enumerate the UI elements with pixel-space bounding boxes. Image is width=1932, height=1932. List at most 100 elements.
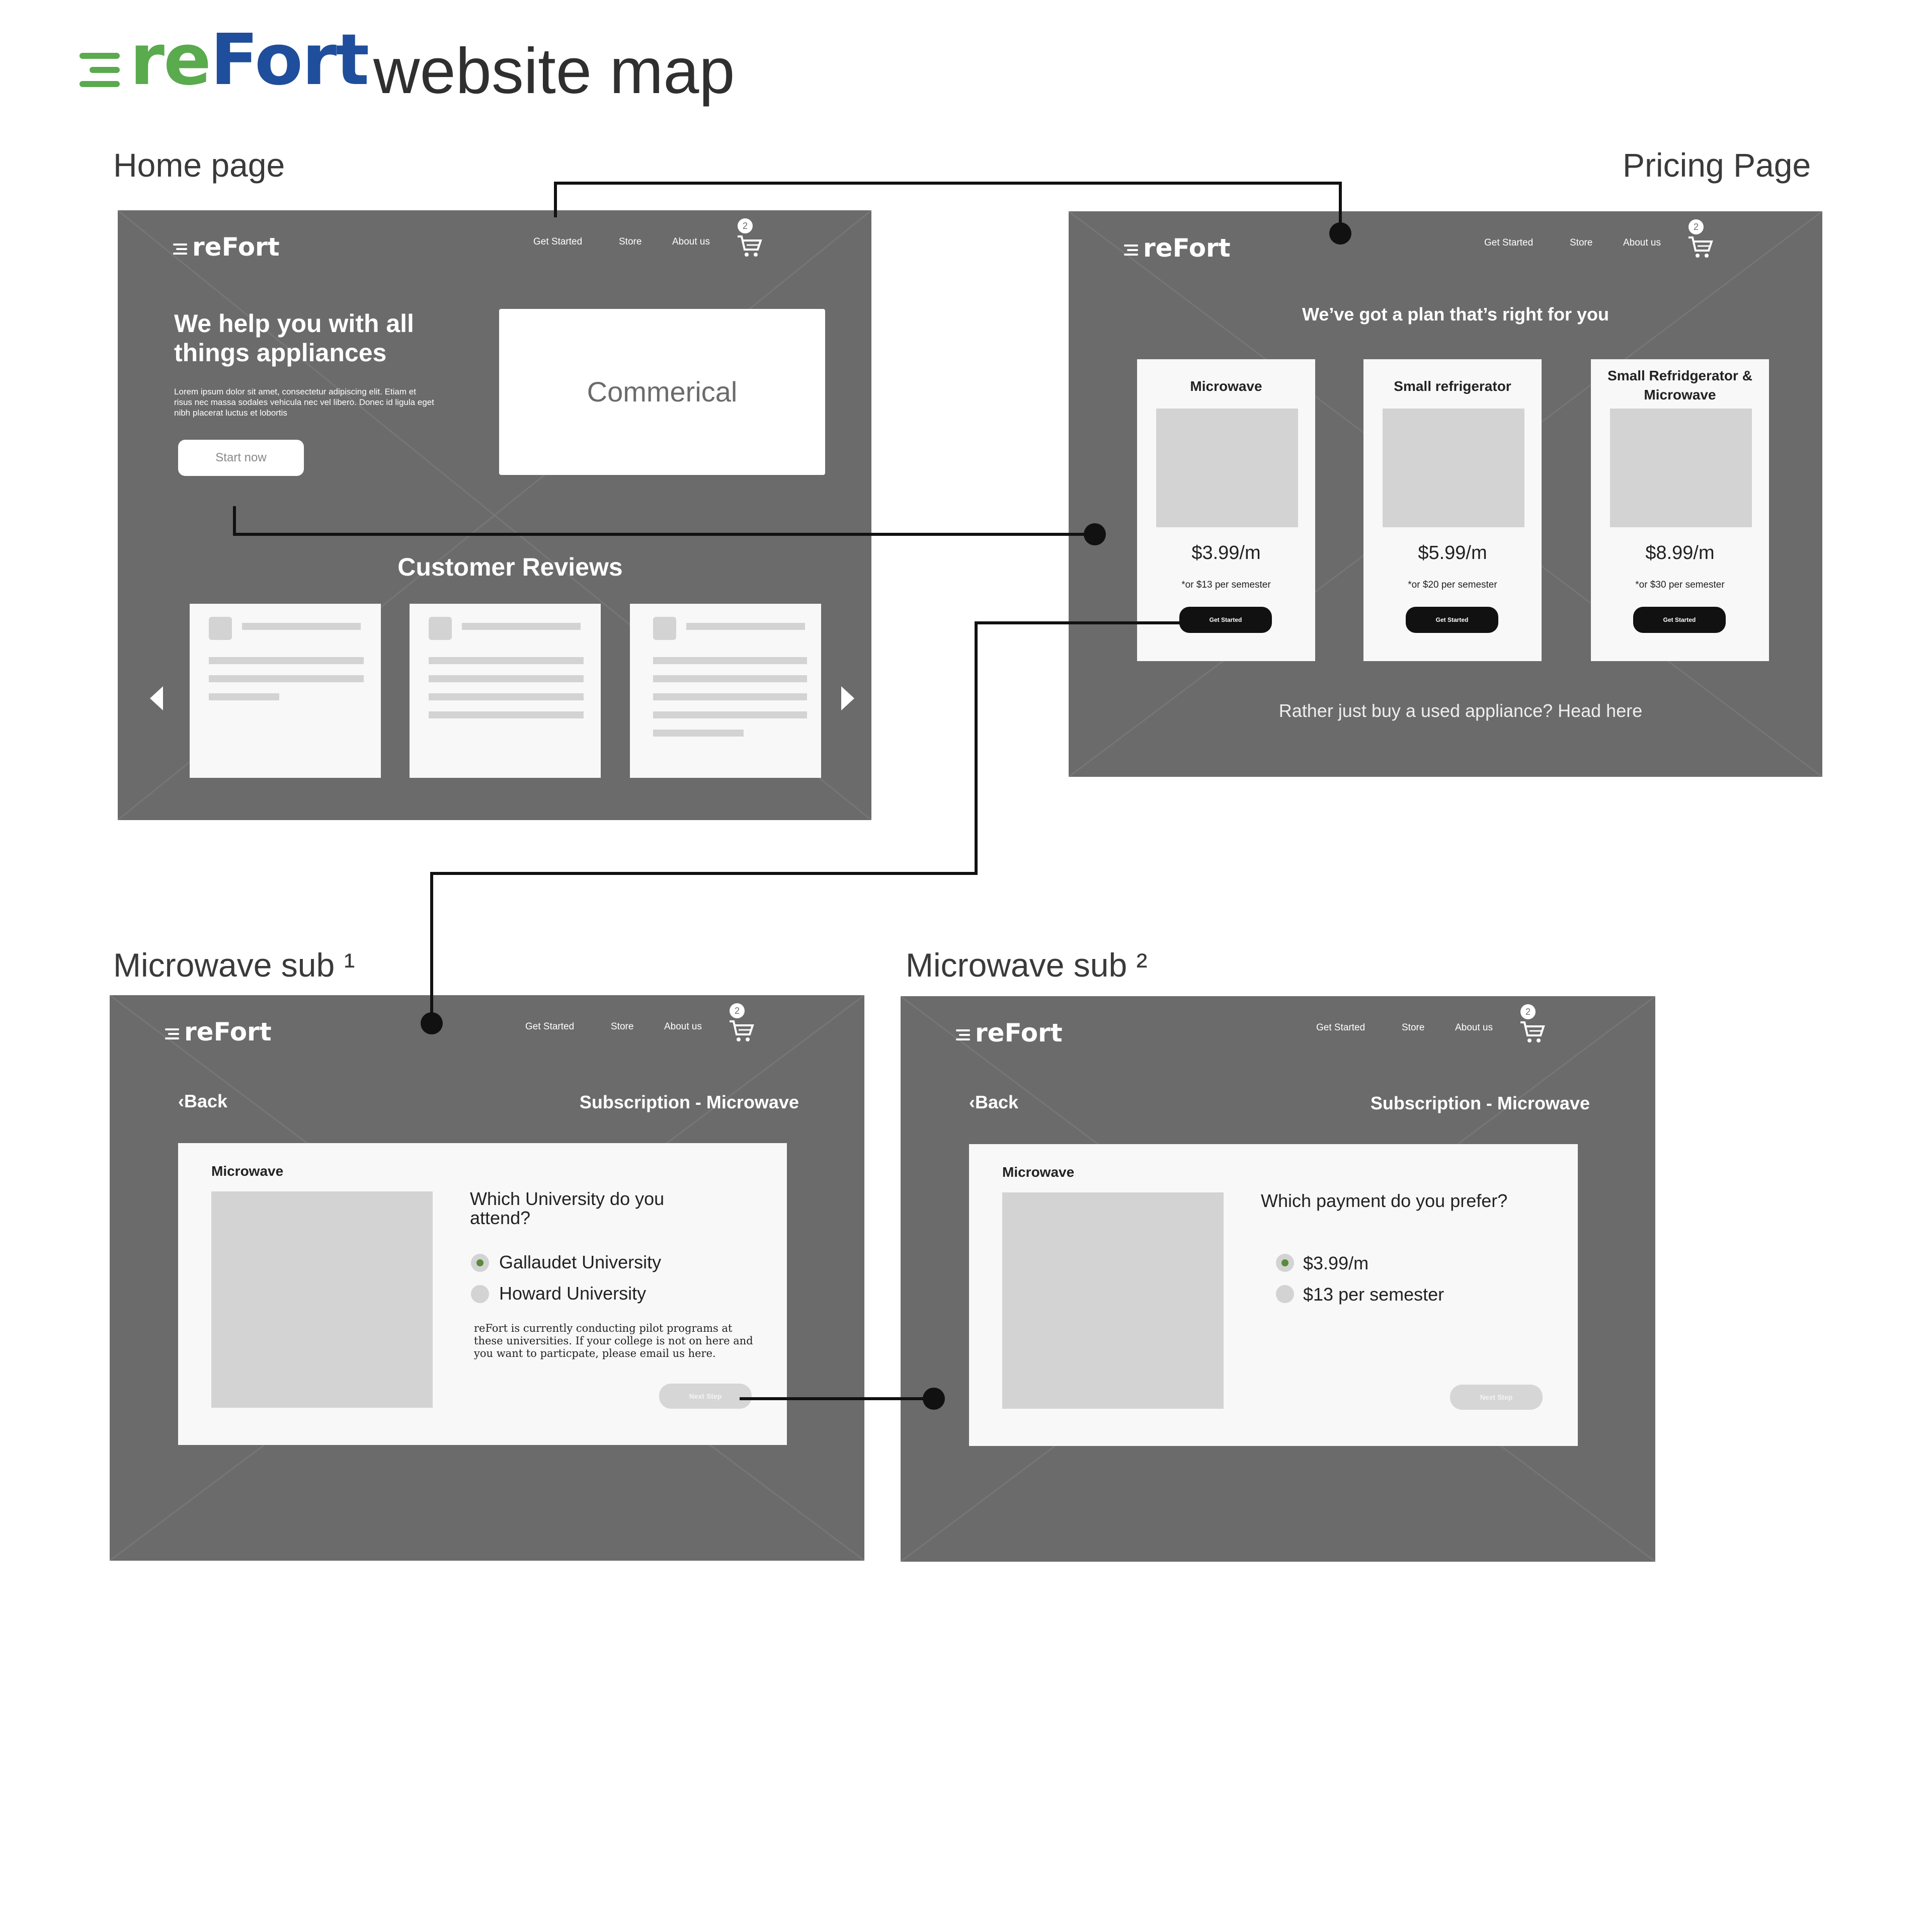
nav-get-started[interactable]: Get Started bbox=[1316, 1022, 1365, 1033]
nav-get-started[interactable]: Get Started bbox=[1484, 237, 1534, 248]
brand-logo[interactable]: reFort bbox=[956, 1020, 1063, 1045]
cart-count-badge: 2 bbox=[1688, 219, 1704, 234]
brand-logo[interactable]: reFort bbox=[1124, 235, 1231, 261]
cart-count-badge: 2 bbox=[1520, 1004, 1536, 1019]
label-microwave-sub-2: Microwave sub ² bbox=[906, 946, 1148, 984]
back-label: Back bbox=[975, 1092, 1019, 1112]
commercial-feature-card[interactable]: Commerical bbox=[499, 309, 825, 475]
text-placeholder bbox=[209, 675, 364, 682]
plan-name: Small Refridgerator & Microwave bbox=[1607, 368, 1752, 403]
product-image bbox=[1383, 409, 1524, 527]
text-placeholder bbox=[653, 693, 807, 700]
used-appliance-link[interactable]: Rather just buy a used appliance? Head h… bbox=[1278, 700, 1643, 721]
microwave-sub-1-screen: reFort Get Started Store About us 2 ‹Bac… bbox=[110, 995, 864, 1561]
plan-note: *or $13 per semester bbox=[1181, 580, 1271, 590]
payment-question: Which payment do you prefer? bbox=[1261, 1190, 1508, 1211]
cart-count-badge: 2 bbox=[730, 1003, 745, 1018]
radio-monthly[interactable] bbox=[1276, 1254, 1294, 1272]
product-label: Microwave bbox=[211, 1163, 284, 1179]
cart-icon[interactable] bbox=[728, 1016, 756, 1044]
plan-note: *or $30 per semester bbox=[1635, 580, 1725, 590]
subscription-form-card: Microwave Which University do you attend… bbox=[178, 1143, 787, 1445]
back-link[interactable]: ‹Back bbox=[178, 1091, 227, 1112]
logo-speed-lines-icon bbox=[79, 53, 125, 88]
university-question: Which University do you attend? bbox=[470, 1188, 665, 1228]
text-placeholder bbox=[209, 657, 364, 664]
review-card[interactable] bbox=[410, 604, 601, 778]
brand-logo-text: reFort bbox=[192, 232, 280, 262]
nav-about-us[interactable]: About us bbox=[664, 1021, 702, 1032]
get-started-button[interactable]: Get Started bbox=[1633, 607, 1726, 633]
text-placeholder bbox=[429, 711, 584, 718]
plan-price: $3.99/m bbox=[1191, 542, 1261, 564]
radio-howard[interactable] bbox=[471, 1285, 489, 1303]
chevron-left-icon: ‹ bbox=[969, 1092, 975, 1112]
carousel-prev-arrow-icon[interactable] bbox=[148, 685, 165, 711]
text-placeholder bbox=[653, 657, 807, 664]
nav-store[interactable]: Store bbox=[619, 236, 642, 247]
plan-name: Microwave bbox=[1190, 378, 1262, 394]
pricing-page-screen: reFort Get Started Store About us 2 We’v… bbox=[1069, 211, 1822, 777]
logo-lines-icon bbox=[173, 243, 189, 256]
cart-icon[interactable] bbox=[1518, 1017, 1547, 1045]
next-step-button[interactable]: Next Step bbox=[659, 1384, 752, 1409]
nav-store[interactable]: Store bbox=[1402, 1022, 1425, 1033]
product-image bbox=[211, 1191, 433, 1408]
avatar bbox=[429, 617, 452, 640]
home-page-screen: reFort Get Started Store About us 2 We h… bbox=[118, 210, 871, 820]
cart-icon[interactable] bbox=[736, 231, 764, 260]
nav-store[interactable]: Store bbox=[1570, 237, 1593, 248]
get-started-button[interactable]: Get Started bbox=[1179, 607, 1272, 633]
option-semester[interactable]: $13 per semester bbox=[1303, 1284, 1444, 1305]
logo-lines-icon bbox=[1124, 244, 1140, 257]
back-label: Back bbox=[184, 1091, 228, 1111]
review-card[interactable] bbox=[190, 604, 381, 778]
brand-logo-text: reFort bbox=[1143, 233, 1231, 263]
back-link[interactable]: ‹Back bbox=[969, 1092, 1018, 1113]
plan-price: $8.99/m bbox=[1645, 542, 1715, 564]
plan-name: Small refrigerator bbox=[1394, 378, 1511, 394]
reviews-title: Customer Reviews bbox=[397, 553, 623, 581]
logo-lines-icon bbox=[956, 1028, 972, 1041]
option-howard[interactable]: Howard University bbox=[499, 1283, 647, 1304]
nav-about-us[interactable]: About us bbox=[1623, 237, 1661, 248]
next-step-button[interactable]: Next Step bbox=[1450, 1385, 1543, 1410]
chevron-left-icon: ‹ bbox=[178, 1091, 184, 1111]
plan-card-small-refrigerator[interactable]: Small refrigerator $5.99/m *or $20 per s… bbox=[1363, 359, 1542, 661]
text-placeholder bbox=[242, 623, 361, 630]
label-pricing-page: Pricing Page bbox=[1623, 146, 1811, 184]
text-placeholder bbox=[429, 693, 584, 700]
brand-logo[interactable]: reFort bbox=[173, 234, 280, 260]
text-placeholder bbox=[462, 623, 581, 630]
text-placeholder bbox=[653, 675, 807, 682]
option-monthly[interactable]: $3.99/m bbox=[1303, 1253, 1369, 1273]
subscription-heading: Subscription - Microwave bbox=[1370, 1093, 1590, 1113]
nav-about-us[interactable]: About us bbox=[672, 236, 710, 247]
radio-gallaudet[interactable] bbox=[471, 1254, 489, 1272]
text-placeholder bbox=[653, 711, 807, 718]
main-logo-fort: Fort bbox=[210, 19, 369, 101]
start-now-button[interactable]: Start now bbox=[178, 440, 304, 476]
radio-semester[interactable] bbox=[1276, 1285, 1294, 1303]
brand-logo[interactable]: reFort bbox=[165, 1019, 272, 1044]
cart-count-badge: 2 bbox=[738, 218, 753, 233]
nav-get-started[interactable]: Get Started bbox=[525, 1021, 575, 1032]
text-placeholder bbox=[429, 657, 584, 664]
review-card[interactable] bbox=[630, 604, 821, 778]
cart-icon[interactable] bbox=[1686, 232, 1715, 261]
nav-about-us[interactable]: About us bbox=[1455, 1022, 1493, 1033]
pricing-headline: We’ve got a plan that’s right for you bbox=[1302, 304, 1609, 325]
plan-card-microwave[interactable]: Microwave $3.99/m *or $13 per semester G… bbox=[1137, 359, 1315, 661]
microwave-sub-2-screen: reFort Get Started Store About us 2 ‹Bac… bbox=[901, 996, 1655, 1562]
nav-store[interactable]: Store bbox=[611, 1021, 634, 1032]
product-image bbox=[1156, 409, 1298, 527]
option-gallaudet[interactable]: Gallaudet University bbox=[499, 1252, 662, 1272]
get-started-button[interactable]: Get Started bbox=[1406, 607, 1498, 633]
logo-lines-icon bbox=[165, 1027, 181, 1040]
nav-get-started[interactable]: Get Started bbox=[533, 236, 583, 247]
carousel-next-arrow-icon[interactable] bbox=[839, 685, 856, 711]
plan-card-fridge-microwave[interactable]: Small Refridgerator & Microwave $8.99/m … bbox=[1591, 359, 1769, 661]
brand-logo-text: reFort bbox=[184, 1017, 272, 1046]
text-placeholder bbox=[429, 675, 584, 682]
product-label: Microwave bbox=[1002, 1164, 1075, 1180]
